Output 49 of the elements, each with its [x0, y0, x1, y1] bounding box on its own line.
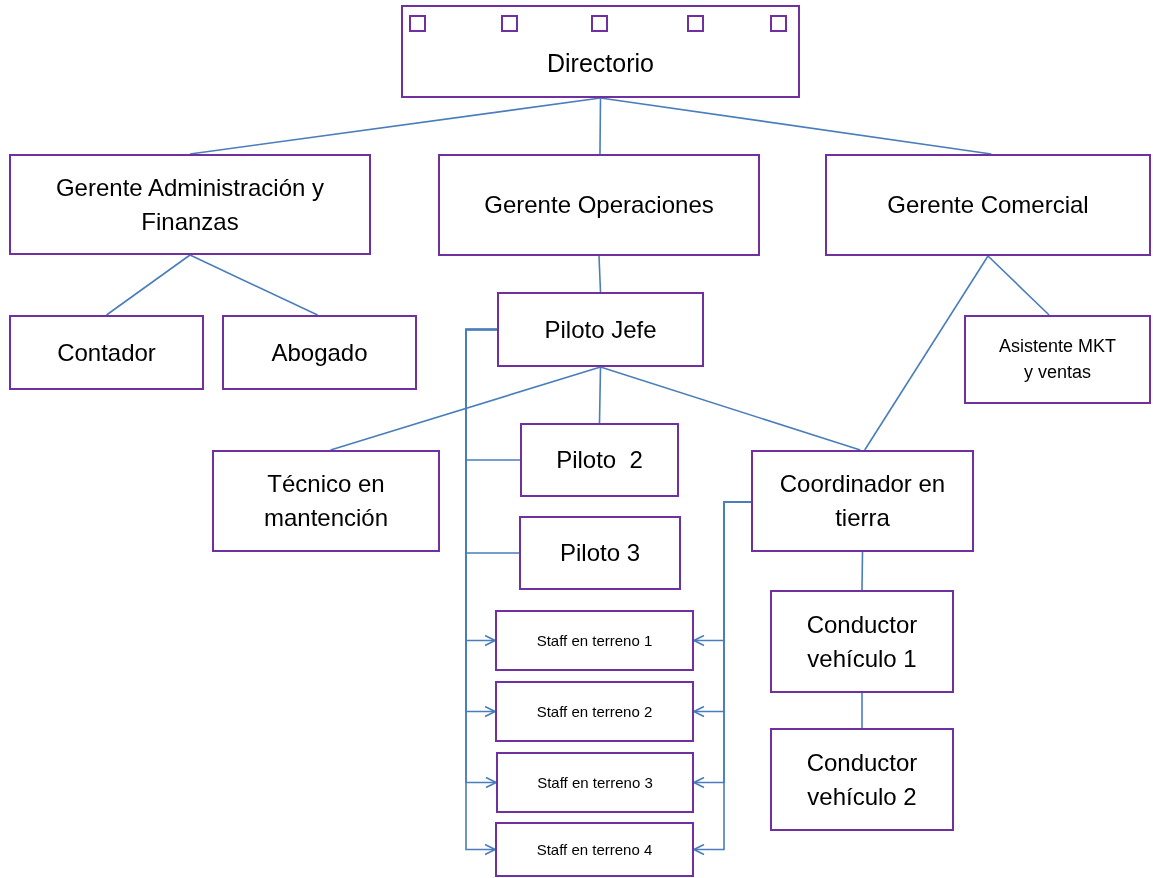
org-box [495, 681, 694, 742]
connector-line [105, 254, 191, 316]
box-label: Directorio [547, 48, 654, 79]
connector-line [329, 366, 602, 451]
org-box [497, 292, 704, 367]
box-label: Staff en terreno 3 [537, 773, 653, 793]
connector-line [599, 366, 862, 451]
box-label: Staff en terreno 1 [536, 631, 653, 651]
box-label: Staff en terreno 2 [536, 702, 653, 722]
box-label: Piloto 2 [556, 445, 643, 476]
org-box [212, 450, 440, 552]
connector-line [599, 97, 602, 155]
org-box [401, 5, 800, 98]
org-box [520, 423, 679, 497]
org-box [495, 822, 694, 877]
connector-line [861, 692, 863, 729]
box-label: Contador [57, 337, 156, 368]
connector-line [598, 255, 602, 293]
box-label: Conductor vehículo 2 [805, 747, 919, 812]
org-box [825, 154, 1151, 256]
box-label: Técnico en mantención [262, 469, 390, 533]
box-label: Conductor vehículo 1 [805, 609, 919, 674]
connector-line [861, 551, 864, 591]
box-label: Staff en terreno 4 [536, 840, 653, 860]
org-box [438, 154, 760, 256]
connector-line [987, 255, 1050, 316]
box-label: Gerente Operaciones [484, 190, 714, 221]
connector-line [189, 254, 319, 316]
box-label: Abogado [271, 337, 368, 368]
box-label: Gerente Comercial [887, 190, 1089, 221]
org-box [9, 154, 371, 255]
org-box [9, 315, 204, 390]
box-label: Asistente MKT y ventas [997, 335, 1117, 384]
box-label: Gerente Administración y Finanzas [54, 172, 326, 237]
connector-line [863, 255, 989, 451]
box-label: Piloto 3 [559, 538, 641, 569]
org-box [770, 728, 954, 831]
org-box [751, 450, 974, 552]
connector-line [189, 97, 602, 155]
org-box [519, 516, 681, 590]
connector-line [599, 97, 993, 155]
org-box [770, 590, 954, 693]
org-box [222, 315, 417, 390]
org-box [496, 752, 694, 813]
connector-line [598, 366, 602, 424]
box-label: Piloto Jefe [544, 314, 657, 345]
org-box [495, 610, 694, 671]
box-label: Coordinador en tierra [778, 469, 947, 533]
org-box [964, 315, 1151, 404]
